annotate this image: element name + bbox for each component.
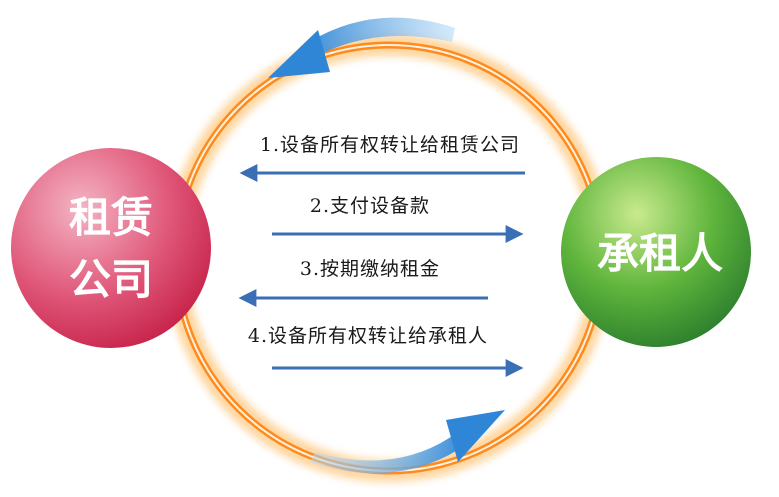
flow-steps: 1.设备所有权转让给租赁公司 2.支付设备款 3.按期缴纳租金 4.设备所有权转… xyxy=(238,134,525,377)
step-3-label: 3.按期缴纳租金 xyxy=(300,258,440,280)
step-2-label: 2.支付设备款 xyxy=(310,195,430,217)
lessee-label: 承租人 xyxy=(597,229,723,278)
lessor-label-line1: 租赁 xyxy=(69,193,153,242)
lessee-node: 承租人 xyxy=(561,157,751,347)
cycle-arrow-top xyxy=(268,17,455,78)
lessor-label-line2: 公司 xyxy=(69,255,153,304)
step-4-label: 4.设备所有权转让给承租人 xyxy=(248,325,488,347)
lessor-node: 租赁 公司 xyxy=(11,148,211,348)
cycle-arrow-bottom xyxy=(310,410,505,474)
step-1-label: 1.设备所有权转让给租赁公司 xyxy=(260,134,520,156)
